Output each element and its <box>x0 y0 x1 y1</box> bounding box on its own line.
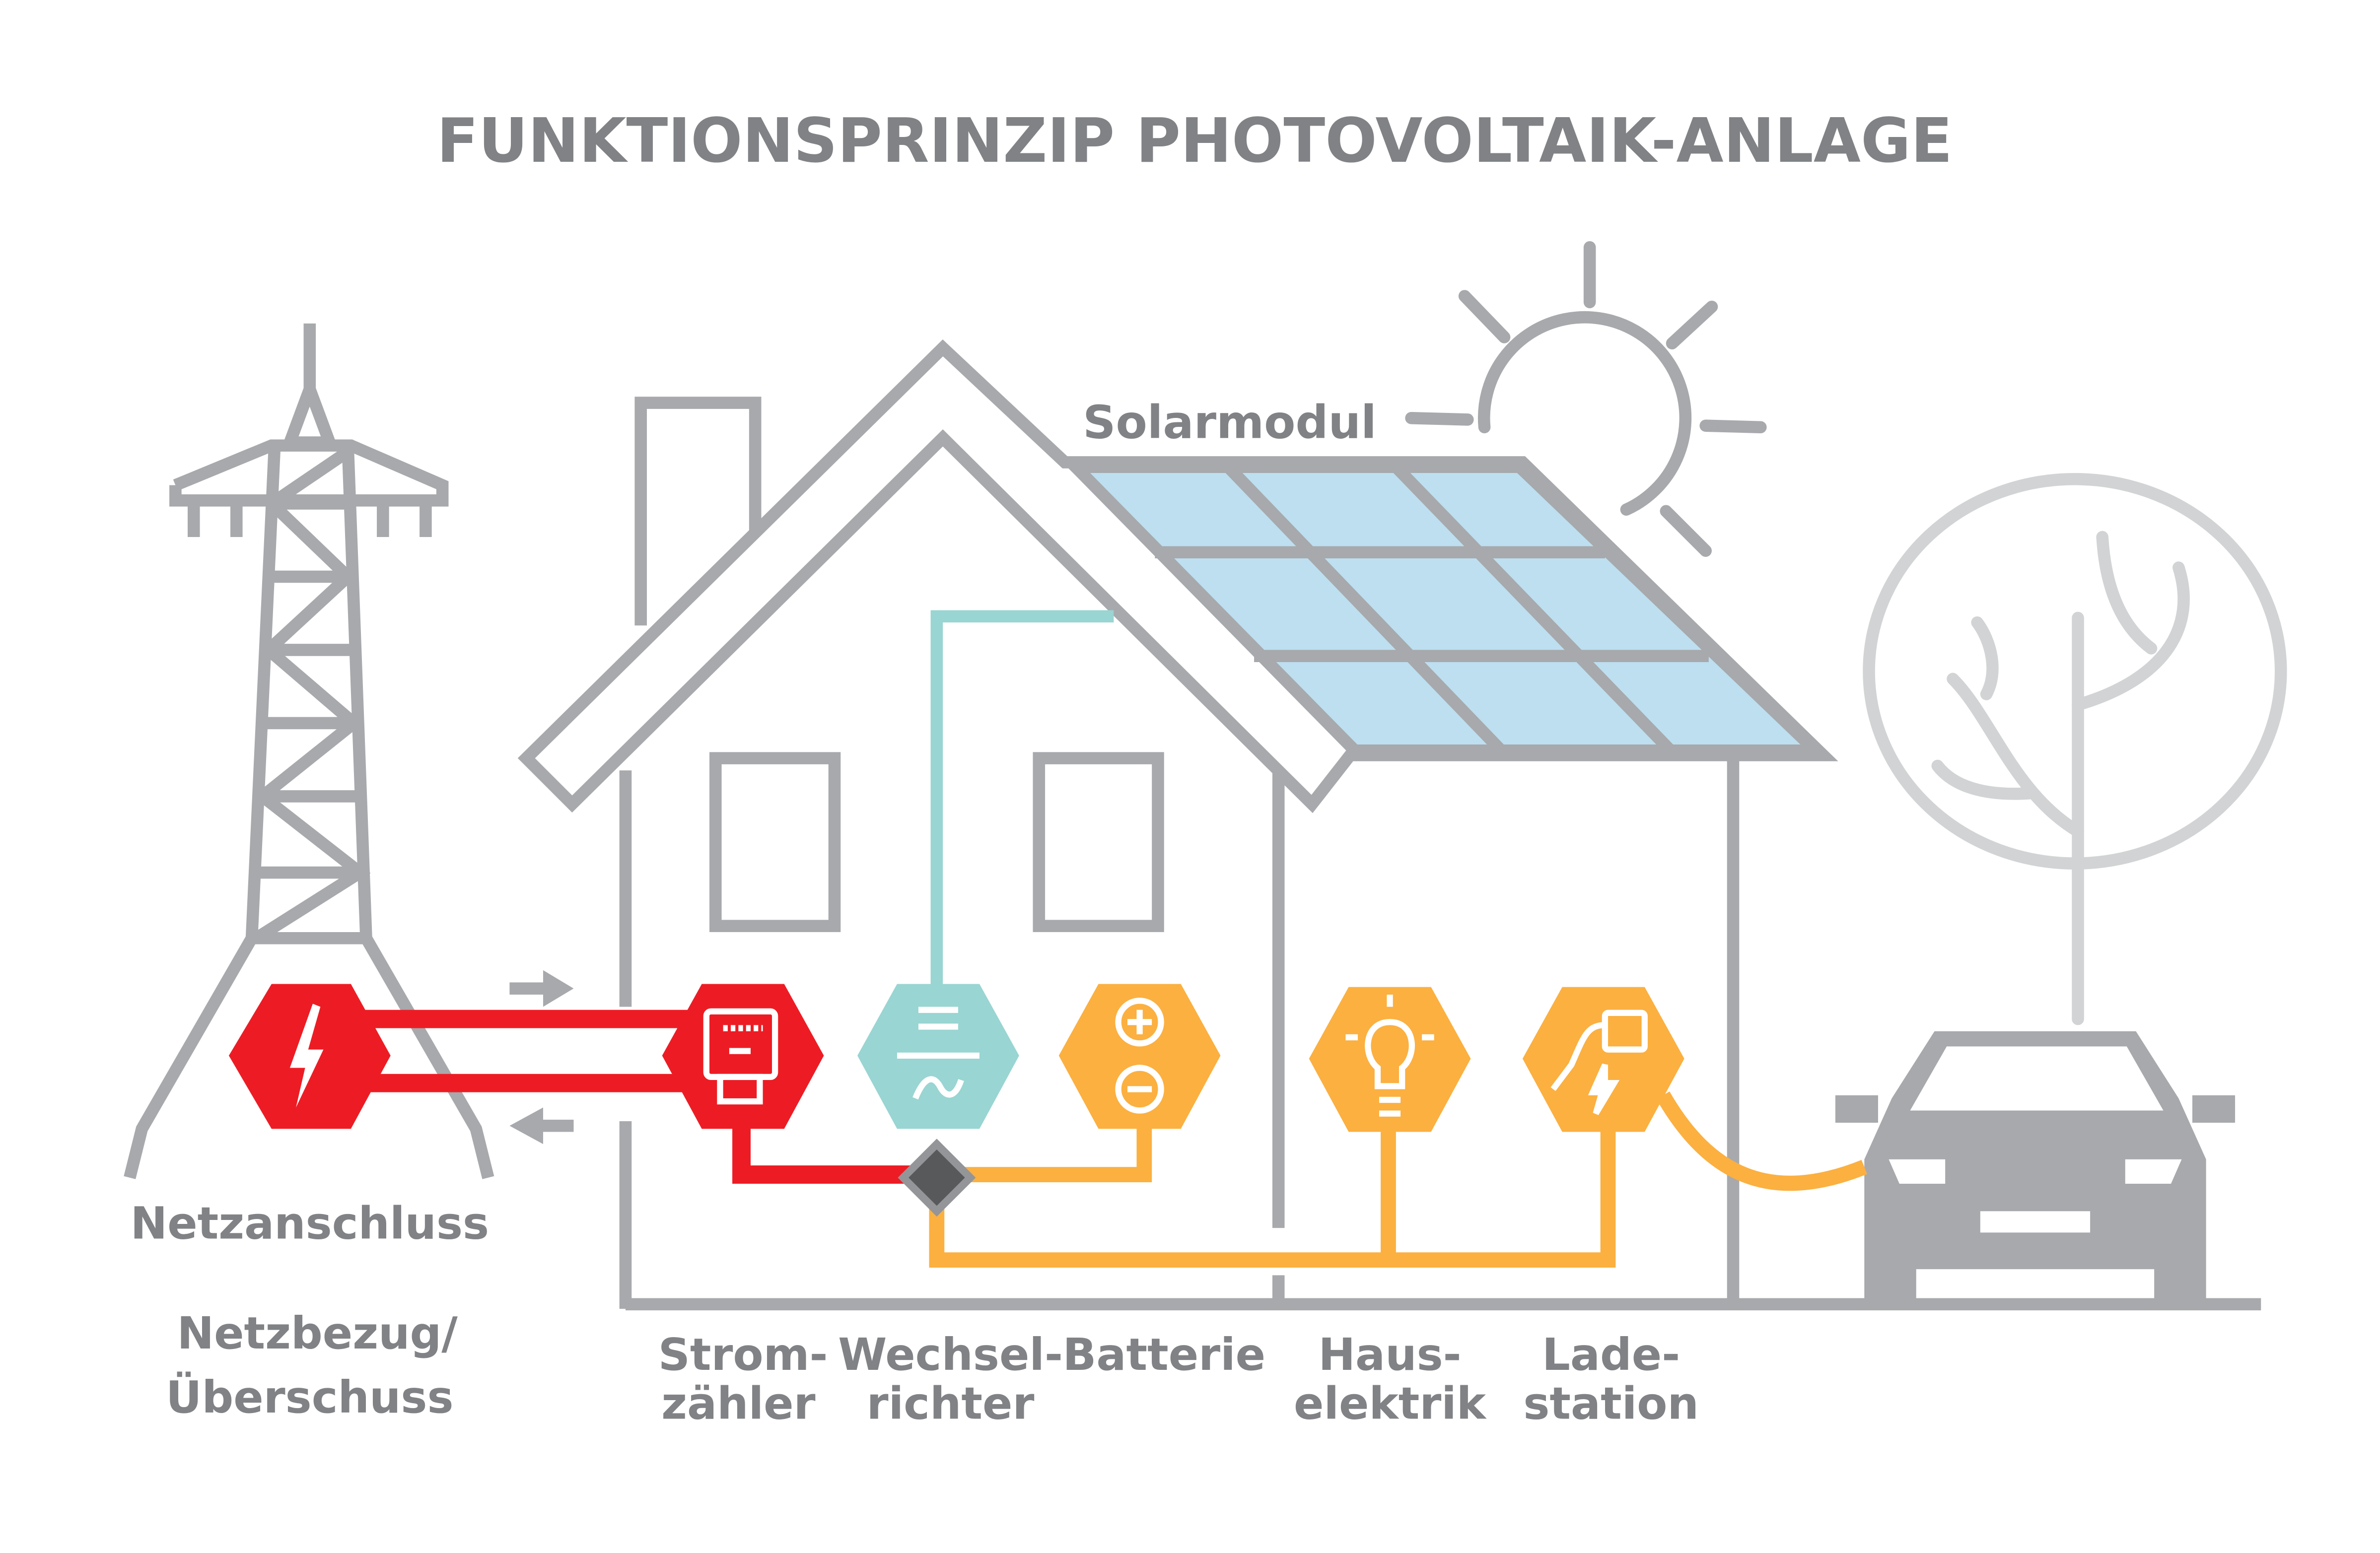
label-stromzaehler-2: zähler <box>661 1378 815 1429</box>
label-netzbezug-2: Überschuss <box>166 1371 453 1423</box>
meter-hex[interactable] <box>662 984 824 1129</box>
junction-node <box>898 1139 976 1217</box>
dc-ac-icon <box>897 1007 980 1100</box>
label-netzbezug-1: Netzbezug/ <box>177 1308 458 1359</box>
label-netzanschluss: Netzanschluss <box>131 1198 489 1250</box>
solar-panels <box>1061 461 1831 757</box>
label-batterie: Batterie <box>1062 1329 1265 1381</box>
light-bulb-icon <box>1345 994 1434 1117</box>
car-icon <box>1835 1031 2236 1300</box>
window-left <box>709 752 841 932</box>
label-wechselrichter-2: richter <box>867 1378 1035 1429</box>
house-electrics-hex[interactable] <box>1309 987 1471 1132</box>
label-ladestation-1: Lade- <box>1542 1329 1680 1381</box>
label-hauselektrik-1: Haus- <box>1318 1329 1461 1381</box>
power-pylon-icon <box>124 323 494 1179</box>
wiring <box>296 610 1868 1268</box>
ev-charger-icon <box>1550 1010 1648 1115</box>
window-right <box>1033 752 1164 932</box>
tree-icon <box>1863 473 2287 1025</box>
label-wechselrichter-1: Wechsel- <box>838 1329 1063 1381</box>
charging-station-hex[interactable] <box>1522 987 1684 1132</box>
sun-icon <box>1405 241 1767 557</box>
arrow-right-icon <box>509 970 574 1007</box>
arrow-left-icon <box>509 1107 574 1145</box>
battery-hex[interactable] <box>1058 984 1221 1129</box>
label-stromzaehler-1: Strom- <box>658 1329 828 1381</box>
diagram-title: FUNKTIONSPRINZIP PHOTOVOLTAIK-ANLAGE <box>437 105 1953 176</box>
grid-hex[interactable] <box>228 984 391 1129</box>
flow-arrows <box>509 970 574 1145</box>
battery-plus-minus-icon <box>1115 998 1164 1114</box>
inverter-hex[interactable] <box>857 984 1019 1129</box>
label-solarmodul: Solarmodul <box>1083 395 1377 449</box>
label-ladestation-2: station <box>1523 1378 1699 1429</box>
lightning-icon <box>289 1004 324 1108</box>
label-hauselektrik-2: elektrik <box>1294 1378 1487 1429</box>
electric-meter-icon <box>703 1008 778 1105</box>
